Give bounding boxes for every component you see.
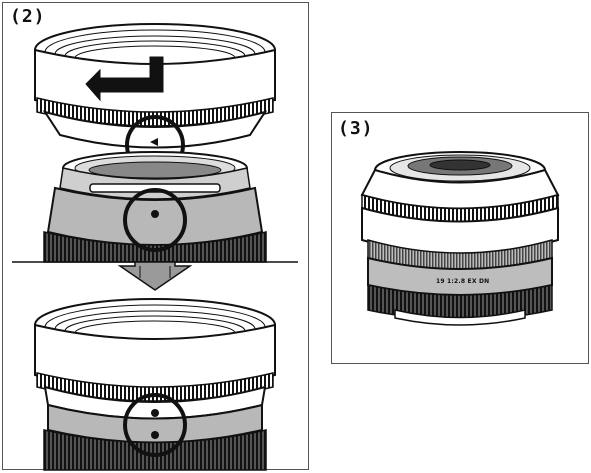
alignment-dot-icon — [151, 431, 159, 439]
down-arrow-icon — [117, 261, 193, 291]
lens-model-marking: 19 1:2.8 EX DN — [436, 278, 490, 285]
lens-hood-attached — [34, 298, 276, 471]
lens-hood-top — [34, 23, 276, 149]
lens-assembled — [360, 151, 560, 326]
rotate-counterclockwise-arrow-icon — [85, 56, 164, 102]
alignment-triangle-icon — [150, 138, 158, 146]
alignment-dot-icon — [151, 409, 159, 417]
panel-step-3-label: (3) — [338, 118, 374, 139]
highlight-circle-body-mark — [123, 188, 187, 252]
lens-body-top — [43, 151, 267, 263]
panel-step-2-label: (2) — [10, 6, 46, 27]
alignment-dot-icon — [151, 210, 159, 218]
highlight-circle-aligned-marks — [123, 393, 187, 457]
